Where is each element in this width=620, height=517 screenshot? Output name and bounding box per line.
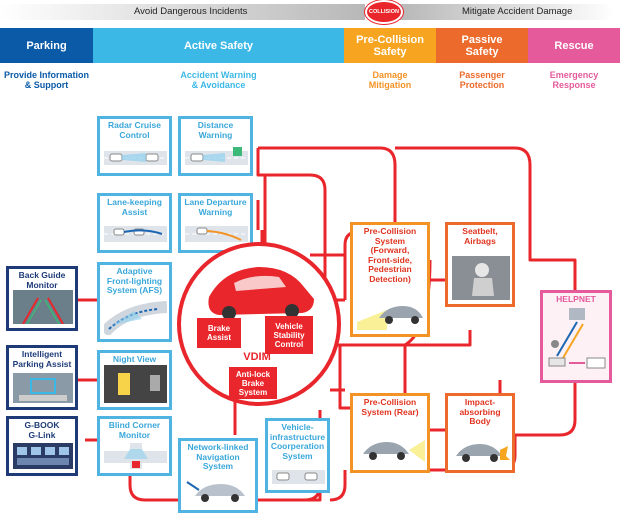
box-label: Distance Warning: [197, 120, 234, 140]
box-v2i: Vehicle- infrastructure Coorperation Sys…: [265, 418, 330, 493]
box-back-guide: Back Guide Monitor: [6, 266, 78, 331]
box-radar-cruise: Radar Cruise Control: [97, 116, 172, 176]
box-night-view: Night View: [97, 350, 172, 410]
box-pcs-forward: Pre-Collision System (Forward, Front-sid…: [350, 222, 430, 337]
box-label: Seatbelt, Airbags: [462, 226, 498, 246]
box-label: Network-linked Navigation System: [187, 442, 249, 471]
box-helpnet: HELPNET: [540, 290, 612, 383]
box-label: G-BOOK G-Link: [24, 420, 60, 440]
box-label: Vehicle- infrastructure Coorperation Sys…: [269, 422, 326, 461]
lane-icon: [185, 226, 248, 242]
night-view-icon: [104, 365, 167, 403]
box-label: Pre-Collision System (Forward, Front-sid…: [363, 226, 417, 284]
phase-parking: Parking: [0, 28, 93, 63]
box-label: Adaptive Front-lighting System (AFS): [106, 266, 163, 295]
box-label: Impact- absorbing Body: [459, 397, 501, 426]
mitigate-label: Mitigate Accident Damage: [462, 6, 573, 17]
phase-passive-safety: Passive Safety: [436, 28, 528, 63]
car-crash-icon: [456, 444, 510, 462]
timeline-arrow: [0, 4, 616, 20]
subtitle-parking: Provide Information & Support: [3, 70, 89, 90]
phase-active-safety: Active Safety: [93, 28, 344, 63]
phase-title: Parking: [26, 39, 67, 52]
box-label: Lane-keeping Assist: [107, 197, 162, 217]
car-icon: [357, 306, 423, 330]
subtitle-active: Accident Warning & Avoidance: [180, 70, 257, 90]
box-label: Radar Cruise Control: [108, 120, 161, 140]
phase-rescue: Rescue: [528, 28, 620, 63]
lane-icon: [104, 226, 167, 242]
airbag-icon: [452, 256, 510, 300]
phase-title: Active Safety: [183, 39, 254, 52]
box-label: Back Guide Monitor: [18, 270, 66, 290]
box-distance-warning: Distance Warning: [178, 116, 253, 176]
box-label: Lane Departure Warning: [184, 197, 247, 217]
car-icon: [363, 440, 425, 462]
subtitle-passive: Passenger Protection: [459, 70, 505, 90]
intersection-icon: [104, 443, 167, 469]
vsc-block: Vehicle Stability Control: [265, 316, 313, 354]
rear-camera-icon: [13, 290, 73, 324]
abs-block: Anti-lock Brake System: [229, 367, 277, 399]
emergency-network-icon: [548, 308, 606, 369]
phase-title: Passive Safety: [461, 33, 503, 58]
box-label: HELPNET: [556, 294, 596, 304]
box-intelligent-parking: Intelligent Parking Assist: [6, 345, 78, 410]
box-label: Intelligent Parking Assist: [12, 349, 72, 369]
box-label: Blind Corner Monitor: [108, 420, 161, 440]
box-label: Night View: [112, 354, 157, 364]
road-cars-icon: [104, 151, 167, 165]
box-lane-departure: Lane Departure Warning: [178, 193, 253, 253]
parking-screen-icon: [13, 373, 73, 403]
subtitle-precollision: Damage Mitigation: [368, 70, 412, 90]
phase-title: Pre-Collision Safety: [356, 33, 424, 58]
cars-icon: [272, 470, 325, 484]
box-label: Pre-Collision System (Rear): [361, 397, 419, 417]
box-afs: Adaptive Front-lighting System (AFS): [97, 262, 172, 342]
brake-assist-block: Brake Assist: [197, 318, 241, 348]
car-icon: [186, 481, 245, 502]
subtitle-rescue: Emergency Response: [549, 70, 599, 90]
navigation-screen-icon: [13, 443, 73, 469]
vdim-circle: [177, 242, 341, 406]
phase-title: Rescue: [554, 39, 594, 52]
phase-pre-collision: Pre-Collision Safety: [344, 28, 436, 63]
box-seatbelt: Seatbelt, Airbags: [445, 222, 515, 307]
box-impact-body: Impact- absorbing Body: [445, 393, 515, 473]
collision-badge: COLLISION: [365, 0, 403, 24]
road-cars-icon: [185, 147, 248, 165]
box-blind-corner: Blind Corner Monitor: [97, 416, 172, 476]
box-network-nav: Network-linked Navigation System: [178, 438, 258, 513]
avoid-label: Avoid Dangerous Incidents: [134, 6, 248, 17]
vdim-title: VDIM: [243, 351, 271, 363]
box-pcs-rear: Pre-Collision System (Rear): [350, 393, 430, 473]
box-lane-keeping: Lane-keeping Assist: [97, 193, 172, 253]
curve-road-icon: [104, 301, 167, 335]
box-gbook: G-BOOK G-Link: [6, 416, 78, 476]
